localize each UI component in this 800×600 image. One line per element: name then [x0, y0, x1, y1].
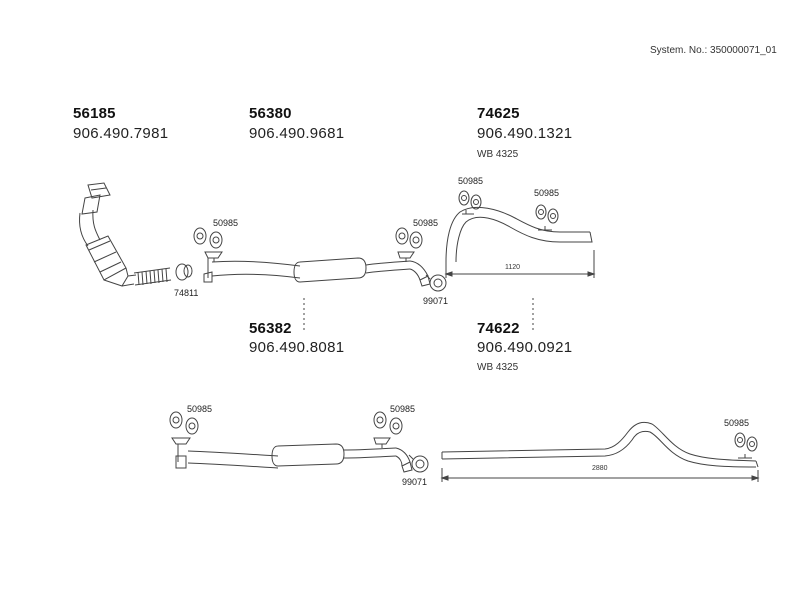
hanger-label: 50985 — [187, 404, 213, 414]
hanger-label: 50985 — [534, 188, 560, 198]
flex-clamp-icon — [175, 263, 193, 281]
catalytic-converter — [79, 182, 137, 287]
flex-pipe — [133, 267, 172, 286]
clamp-icon — [425, 274, 447, 292]
rubber-hanger-icon — [734, 432, 758, 452]
rubber-hanger-icon — [458, 190, 482, 210]
tail-pipe-74625 — [444, 206, 596, 278]
hanger-label: 50985 — [724, 418, 750, 428]
wb-note-74625: WB 4325 — [477, 149, 519, 160]
oem-number-56380: 906.490.9681 — [249, 125, 345, 142]
middle-silencer-56380 — [203, 251, 431, 287]
wb-note-74622: WB 4325 — [477, 362, 519, 373]
hanger-label: 50985 — [390, 404, 416, 414]
rubber-hanger-icon — [193, 227, 223, 249]
part-number-74625: 74625 — [477, 105, 520, 122]
tail-pipe-74622 — [440, 421, 760, 482]
clamp-icon — [408, 454, 429, 473]
system-number: System. No.: 350000071_01 — [650, 45, 777, 56]
rubber-hanger-icon — [373, 411, 403, 435]
rubber-hanger-icon — [395, 227, 423, 249]
clamp-label: 99071 — [402, 477, 428, 487]
hanger-label: 50985 — [213, 218, 239, 228]
hanger-label: 50985 — [458, 176, 484, 186]
clamp-label: 99071 — [423, 296, 449, 306]
oem-number-56382: 906.490.8081 — [249, 339, 345, 356]
oem-number-74622: 906.490.0921 — [477, 339, 573, 356]
part-number-56185: 56185 — [73, 105, 116, 122]
flex-clamp-label: 74811 — [174, 288, 199, 298]
rubber-hanger-icon — [535, 204, 559, 224]
part-number-56382: 56382 — [249, 320, 292, 337]
part-number-56380: 56380 — [249, 105, 292, 122]
part-number-74622: 74622 — [477, 320, 520, 337]
oem-number-74625: 906.490.1321 — [477, 125, 573, 142]
oem-number-56185: 906.490.7981 — [73, 125, 169, 142]
hanger-label: 50985 — [413, 218, 439, 228]
rubber-hanger-icon — [169, 411, 199, 435]
dimension-label-1120: 1120 — [505, 264, 521, 271]
middle-silencer-56382 — [171, 437, 413, 473]
dimension-label-2880: 2880 — [592, 465, 608, 472]
